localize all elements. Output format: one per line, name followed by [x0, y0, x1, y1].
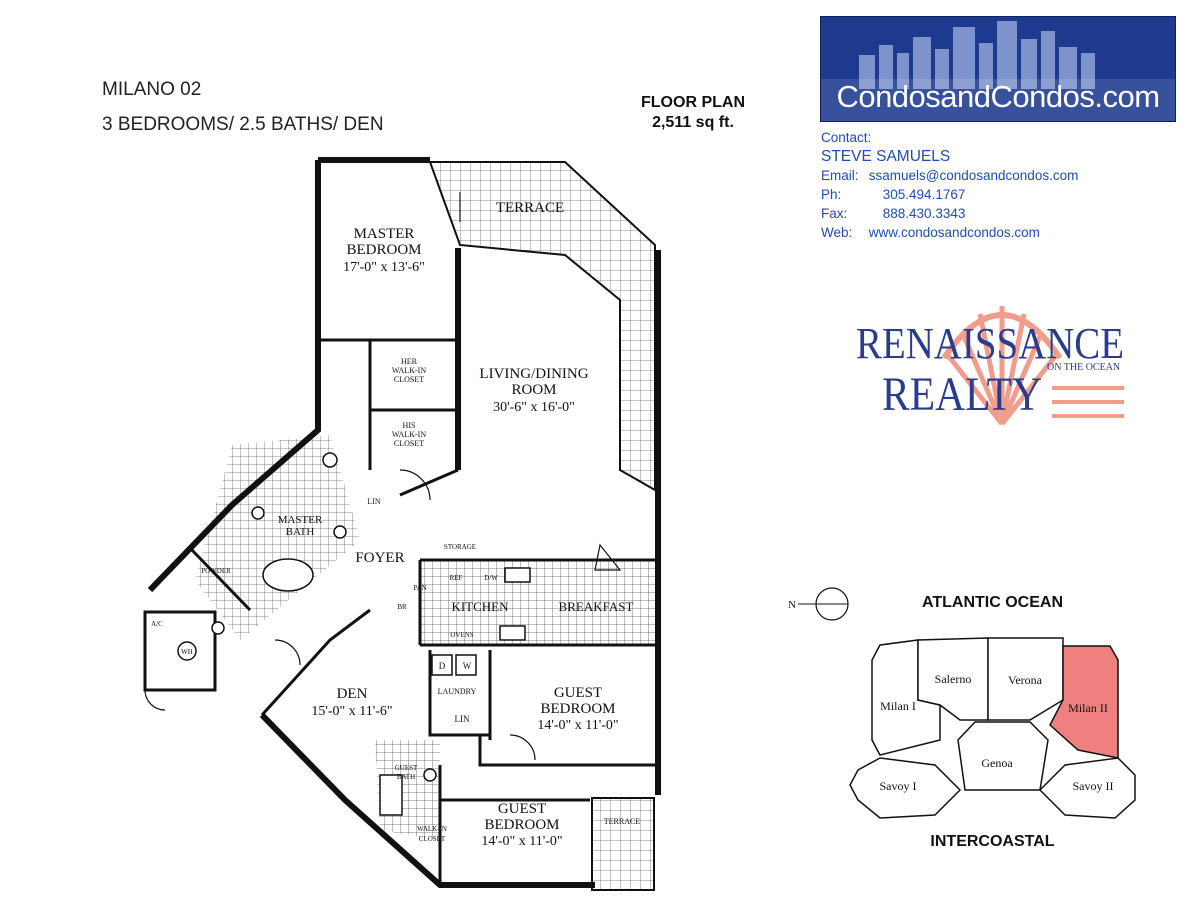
- building-savoy2[interactable]: [1038, 757, 1136, 819]
- label-master-bath-2: BATH: [286, 526, 315, 538]
- label-guest-bedroom-2b: BEDROOM: [484, 817, 559, 833]
- unit-name: MILANO 02: [102, 79, 202, 100]
- phone-label: Ph:: [821, 187, 842, 202]
- contact-block: Contact: STEVE SAMUELS Email: ssamuels@c…: [821, 128, 1078, 242]
- label-master-bedroom-2: BEDROOM: [346, 242, 421, 258]
- building-verona[interactable]: [987, 637, 1064, 721]
- label-guest-bedroom-1a: GUEST: [554, 685, 602, 701]
- realty-tagline: ON THE OCEAN: [1047, 362, 1120, 373]
- label-his-closet-1: HIS: [403, 421, 416, 430]
- building-genoa[interactable]: [957, 721, 1049, 791]
- label-living-2: ROOM: [511, 382, 556, 398]
- bath-tile-area: [195, 435, 360, 640]
- terrace-bottom: [591, 797, 655, 891]
- shell-icon: [941, 306, 1063, 426]
- label-master-bath-1: MASTER: [278, 514, 323, 526]
- building-savoy1[interactable]: [849, 757, 962, 819]
- phone-value: 305.494.1767: [882, 187, 966, 202]
- contact-phone-row: Ph: 305.494.1767: [821, 185, 1078, 204]
- floor-plan-diagram: TERRACE MASTER BEDROOM 17'-0" x 13'-6" H…: [143, 157, 661, 891]
- label-ovens: OVENS: [450, 631, 473, 639]
- label-her-closet-2: WALK-IN: [392, 366, 426, 375]
- label-dw: D/W: [484, 574, 498, 582]
- unit-description: 3 BEDROOMS/ 2.5 BATHS/ DEN: [102, 114, 384, 135]
- fax-label: Fax:: [821, 206, 848, 221]
- contact-name: STEVE SAMUELS: [821, 148, 951, 165]
- floor-plan-area: 2,511 sq ft.: [652, 114, 734, 131]
- label-living-1: LIVING/DINING: [479, 366, 588, 382]
- condosandcondos-banner[interactable]: CondosandCondos.com: [820, 16, 1176, 122]
- label-verona: Verona: [1008, 673, 1043, 687]
- contact-web-row: Web: www.condosandcondos.com: [821, 223, 1078, 242]
- label-powder: POWDER: [201, 567, 231, 575]
- label-guest-bedroom-1-dim: 14'-0" x 11'-0": [537, 718, 618, 733]
- label-intercoastal: INTERCOASTAL: [930, 833, 1055, 850]
- label-terrace-bottom: TERRACE: [604, 817, 641, 826]
- contact-email-row: Email: ssamuels@condosandcondos.com: [821, 166, 1078, 185]
- interior-walls: [143, 338, 656, 885]
- label-salerno: Salerno: [935, 672, 972, 686]
- site-plan-map: Milan I Salerno Verona Milan II Genoa Sa…: [849, 637, 1136, 819]
- label-washer: W: [463, 661, 472, 671]
- label-genoa: Genoa: [981, 756, 1013, 770]
- label-walkin-1: WALK-IN: [417, 825, 447, 833]
- label-ref: REF: [450, 574, 463, 582]
- label-ac: A/C: [151, 620, 163, 628]
- label-lin-2: LIN: [455, 714, 470, 724]
- label-master-bedroom-1: MASTER: [354, 226, 415, 242]
- label-den-dim: 15'-0" x 11'-6": [311, 704, 392, 719]
- realty-line1: RENAISSANCE: [856, 319, 1124, 368]
- label-guest-bedroom-2a: GUEST: [498, 801, 546, 817]
- realty-line2: REALTY: [882, 368, 1042, 421]
- label-foyer: FOYER: [355, 550, 404, 566]
- city-skyline-icon: [821, 21, 1175, 121]
- label-den: DEN: [337, 686, 368, 702]
- label-br: BR: [397, 603, 407, 611]
- label-milan1: Milan I: [880, 699, 916, 713]
- label-his-closet-3: CLOSET: [394, 439, 424, 448]
- label-breakfast: BREAKFAST: [559, 599, 634, 614]
- label-guest-bedroom-1b: BEDROOM: [540, 701, 615, 717]
- fixtures: [177, 452, 531, 816]
- kitchen-tile-area: [420, 560, 656, 645]
- label-wh: WH: [181, 648, 193, 656]
- contact-fax-row: Fax: 888.430.3343: [821, 204, 1078, 223]
- banner-text: CondosandCondos.com: [836, 79, 1160, 114]
- label-kitchen: KITCHEN: [451, 599, 509, 614]
- label-her-closet-1: HER: [401, 357, 418, 366]
- label-lin-1: LIN: [367, 497, 381, 506]
- label-guest-bedroom-2-dim: 14'-0" x 11'-0": [481, 834, 562, 849]
- label-her-closet-3: CLOSET: [394, 375, 424, 384]
- floor-plan-title: FLOOR PLAN: [641, 94, 745, 111]
- label-atlantic-ocean: ATLANTIC OCEAN: [921, 594, 1064, 611]
- building-milan2[interactable]: [1049, 645, 1119, 759]
- label-savoy2: Savoy II: [1073, 779, 1114, 793]
- email-label: Email:: [821, 168, 859, 183]
- label-pan: PAN: [413, 584, 426, 592]
- north-compass-icon: N: [788, 587, 849, 621]
- fax-value: 888.430.3343: [882, 206, 966, 221]
- label-savoy1: Savoy I: [880, 779, 917, 793]
- web-label: Web:: [821, 225, 853, 240]
- label-living-dim: 30'-6" x 16'-0": [493, 400, 575, 415]
- label-guest-bath-2: BATH: [397, 773, 415, 781]
- compass-label: N: [788, 599, 796, 611]
- door-swings: [144, 192, 622, 761]
- label-laundry: LAUNDRY: [438, 687, 477, 696]
- renaissance-realty-logo: RENAISSANCE REALTY ON THE OCEAN: [856, 306, 1124, 426]
- label-walkin-2: CLOSET: [419, 835, 446, 843]
- label-dryer: D: [439, 661, 446, 671]
- label-master-bedroom-dim: 17'-0" x 13'-6": [343, 260, 425, 275]
- contact-heading: Contact:: [821, 130, 872, 145]
- label-his-closet-2: WALK-IN: [392, 430, 426, 439]
- email-link[interactable]: ssamuels@condosandcondos.com: [868, 168, 1079, 183]
- floor-plan-heading: FLOOR PLAN 2,511 sq ft.: [618, 93, 768, 133]
- label-guest-bath-1: GUEST: [395, 764, 418, 772]
- web-link[interactable]: www.condosandcondos.com: [868, 225, 1040, 240]
- terrace-top: [428, 161, 656, 492]
- label-storage: STORAGE: [444, 543, 476, 551]
- label-milan2: Milan II: [1068, 701, 1108, 715]
- label-terrace-top: TERRACE: [496, 200, 564, 216]
